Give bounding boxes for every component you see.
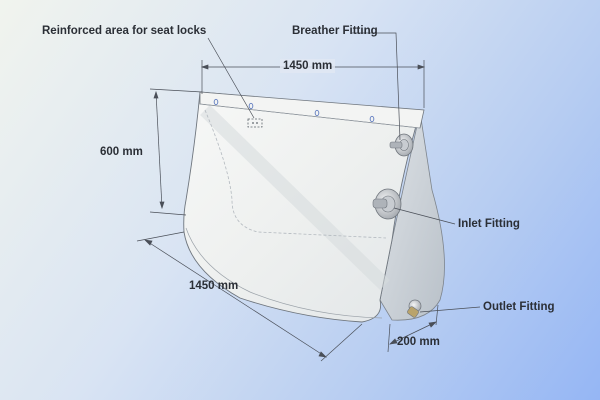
tank-bottom-seam bbox=[185, 227, 383, 319]
breather-fitting bbox=[389, 133, 414, 157]
leader-inlet bbox=[393, 207, 456, 225]
inlet-fitting bbox=[372, 188, 402, 220]
dimension-top-length-text: 1450 mm bbox=[280, 59, 336, 73]
leader-breather bbox=[352, 32, 401, 141]
tank-fold-line bbox=[200, 104, 390, 291]
label-seat-locks: Reinforced area for seat locks bbox=[42, 25, 207, 37]
flange-hole bbox=[248, 102, 254, 110]
seat-lock-reinforcement bbox=[247, 118, 263, 128]
dimension-bottom-length-text: 1450 mm bbox=[189, 280, 239, 292]
flange-hole bbox=[213, 98, 219, 106]
label-outlet-fitting: Outlet Fitting bbox=[483, 301, 555, 313]
label-inlet-fitting: Inlet Fitting bbox=[458, 218, 520, 230]
flange-hole bbox=[369, 115, 375, 123]
outlet-fitting bbox=[407, 299, 422, 318]
label-breather-fitting: Breather Fitting bbox=[292, 25, 378, 37]
dimension-height-text: 600 mm bbox=[100, 146, 143, 158]
leader-seat-locks bbox=[207, 37, 255, 119]
dimension-depth bbox=[387, 304, 439, 353]
flange-hole bbox=[314, 109, 320, 117]
dimension-bottom-length bbox=[136, 231, 363, 362]
dimension-height bbox=[149, 88, 203, 216]
leader-outlet bbox=[419, 306, 481, 313]
dimension-depth-text: 200 mm bbox=[397, 336, 440, 348]
